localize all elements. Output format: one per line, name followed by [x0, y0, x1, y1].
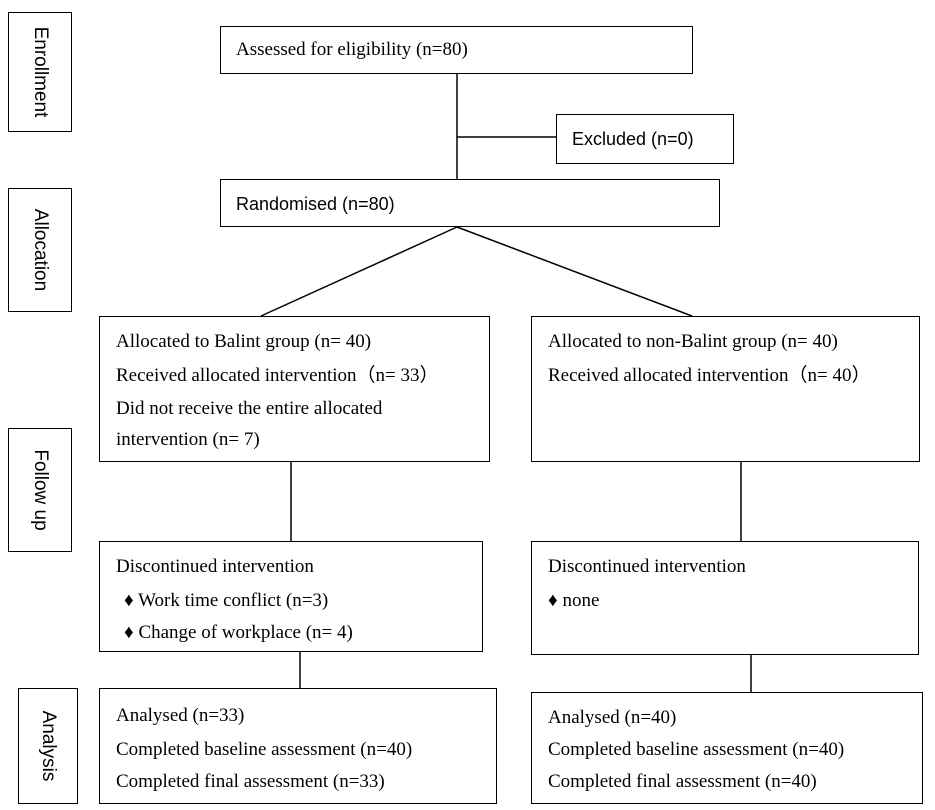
right-allocated-box: Allocated to non-Balint group (n= 40) Re…: [531, 316, 920, 462]
left-allocated-line4: intervention (n= 7): [116, 429, 260, 450]
right-analysis-line3: Completed final assessment (n=40): [548, 771, 817, 792]
right-followup-title: Discontinued intervention: [548, 556, 746, 577]
left-allocated-box: Allocated to Balint group (n= 40) Receiv…: [99, 316, 490, 462]
right-followup-box: Discontinued intervention ♦ none: [531, 541, 919, 655]
randomised-box: Randomised (n=80): [220, 179, 720, 227]
left-allocated-line3: Did not receive the entire allocated: [116, 398, 383, 419]
left-analysis-line3: Completed final assessment (n=33): [116, 771, 385, 792]
right-followup-item1: ♦ none: [548, 590, 600, 611]
right-analysis-line1: Analysed (n=40): [548, 707, 677, 728]
left-allocated-line2: Received allocated intervention（n= 33）: [116, 365, 439, 386]
right-analysis-line2: Completed baseline assessment (n=40): [548, 739, 845, 760]
stage-analysis: Analysis: [18, 688, 78, 804]
left-followup-title: Discontinued intervention: [116, 556, 314, 577]
connector-randomised-to-right: [456, 226, 693, 317]
left-followup-item1: ♦ Work time conflict (n=3): [124, 590, 329, 611]
stage-follow-up: Follow up: [8, 428, 72, 552]
right-allocated-line1: Allocated to non-Balint group (n= 40): [548, 331, 838, 352]
left-analysis-line1: Analysed (n=33): [116, 705, 245, 726]
stage-allocation: Allocation: [8, 188, 72, 312]
connector-randomised-to-left: [260, 226, 458, 317]
excluded-box: Excluded (n=0): [556, 114, 734, 164]
left-analysis-box: Analysed (n=33) Completed baseline asses…: [99, 688, 497, 804]
stage-enrollment: Enrollment: [8, 12, 72, 132]
excluded-text: Excluded (n=0): [572, 129, 694, 149]
left-analysis-line2: Completed baseline assessment (n=40): [116, 739, 413, 760]
left-followup-box: Discontinued intervention ♦ Work time co…: [99, 541, 483, 652]
assessed-text: Assessed for eligibility (n=80): [236, 39, 468, 60]
assessed-box: Assessed for eligibility (n=80): [220, 26, 693, 74]
right-analysis-box: Analysed (n=40) Completed baseline asses…: [531, 692, 923, 804]
right-allocated-line2: Received allocated intervention（n= 40）: [548, 365, 871, 386]
left-allocated-line1: Allocated to Balint group (n= 40): [116, 331, 372, 352]
randomised-text: Randomised (n=80): [236, 194, 395, 214]
left-followup-item2: ♦ Change of workplace (n= 4): [124, 622, 353, 643]
